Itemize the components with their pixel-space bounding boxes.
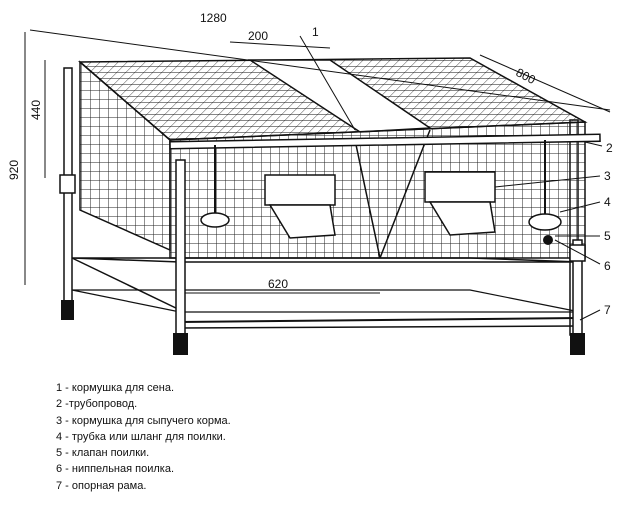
nipple-drinkers bbox=[200, 140, 562, 245]
callout-1: 1 bbox=[312, 25, 319, 39]
callout-6: 6 bbox=[604, 259, 611, 273]
dry-feeders bbox=[264, 171, 496, 239]
callout-2: 2 bbox=[606, 141, 613, 155]
callout-4: 4 bbox=[604, 195, 611, 209]
legend-item: 5 - клапан поилки. bbox=[56, 447, 150, 460]
callout-5: 5 bbox=[604, 229, 611, 243]
legend-item: 6 - ниппельная поилка. bbox=[56, 463, 174, 476]
legend-item: 7 - опорная рама. bbox=[56, 479, 147, 492]
legend-item: 1 - кормушка для сена. bbox=[56, 382, 175, 394]
dim-total-length: 1280 bbox=[200, 11, 227, 25]
front-legs bbox=[59, 159, 586, 355]
callout-leaders bbox=[494, 141, 603, 321]
legend-item: 3 - кормушка для сыпучего корма. bbox=[56, 414, 231, 427]
legend: 1 - кормушка для сена. 2 -трубопровод. 3… bbox=[56, 380, 231, 494]
dim-cage-height: 440 bbox=[29, 100, 43, 120]
dim-feeder-width: 200 bbox=[248, 29, 268, 43]
dim-total-height: 920 bbox=[7, 160, 21, 180]
dimension-lines bbox=[24, 29, 611, 294]
legend-item: 4 - трубка или шланг для поилки. bbox=[56, 430, 226, 443]
pipeline bbox=[169, 133, 601, 150]
legend-item: 2 -трубопровод. bbox=[56, 398, 138, 411]
callout-7: 7 bbox=[604, 303, 611, 317]
callout-3: 3 bbox=[604, 169, 611, 183]
dim-inner-length: 620 bbox=[268, 277, 288, 291]
